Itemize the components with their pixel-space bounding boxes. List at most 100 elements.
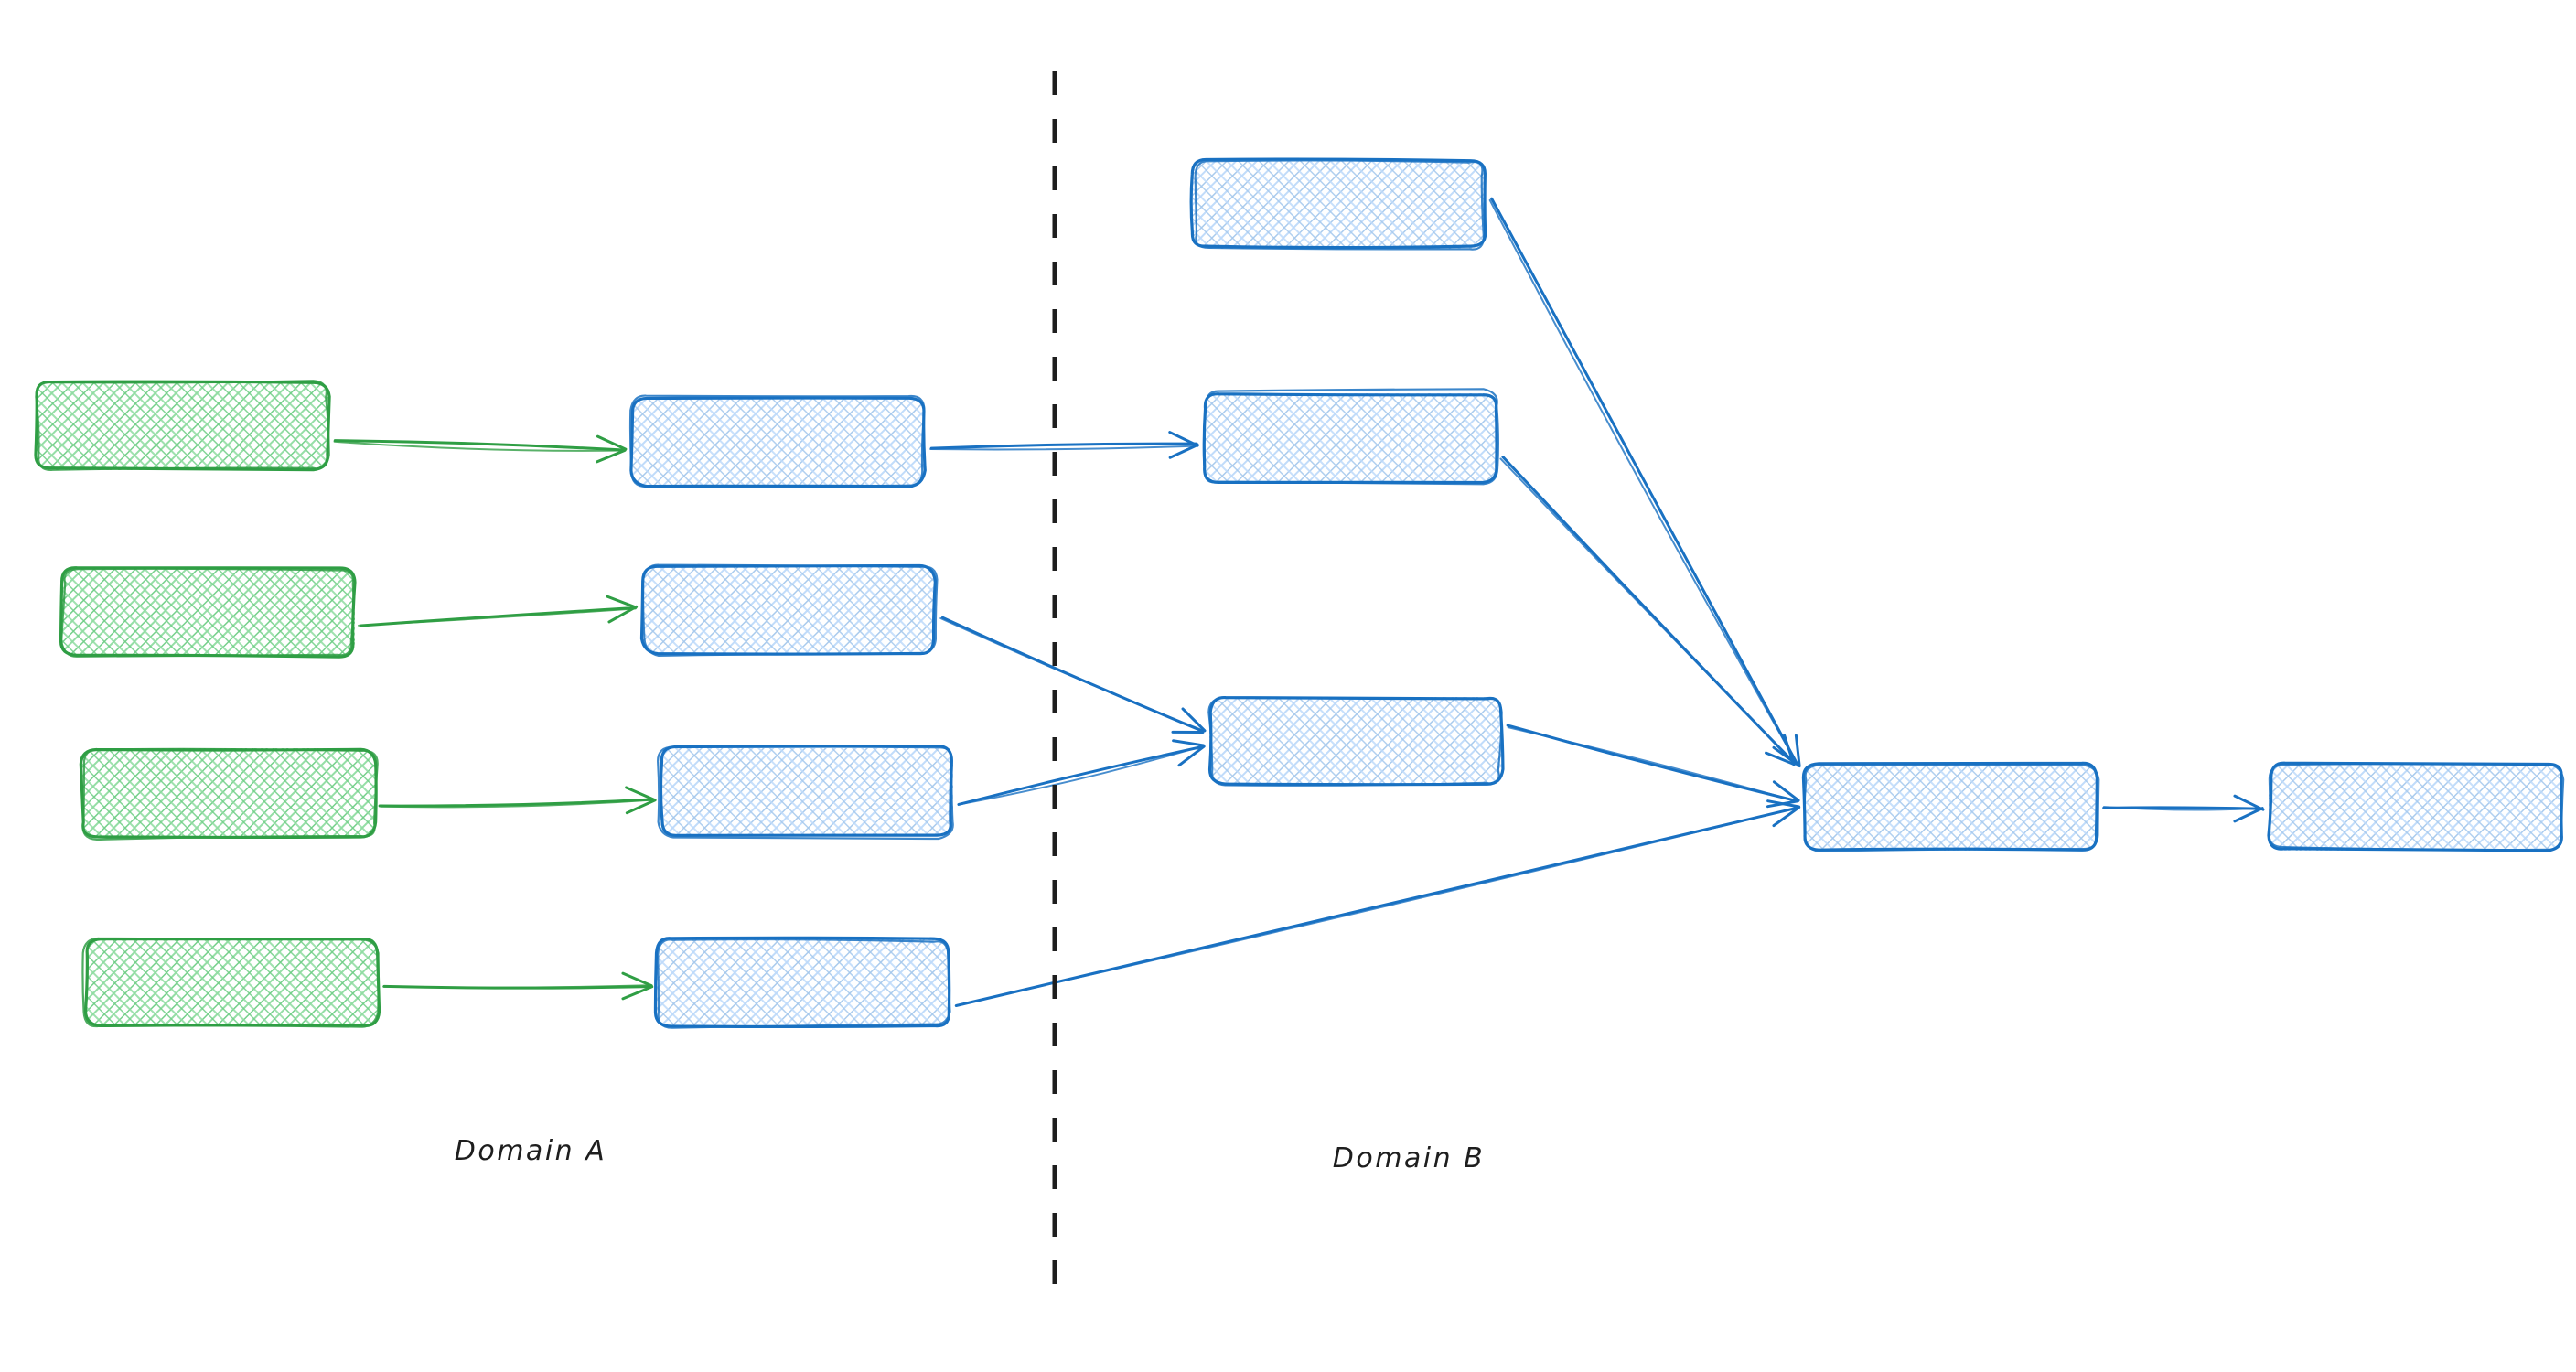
node-outline-sketch <box>35 380 330 471</box>
arrowhead-barb-2 <box>621 985 654 1001</box>
node-outline-sketch <box>60 567 355 658</box>
edge-line-sketch <box>2102 806 2263 811</box>
node-a-src-1[interactable] <box>34 380 331 472</box>
node-layer <box>34 157 2565 1029</box>
edge-e-src1-mid1[interactable] <box>333 434 628 464</box>
edge-line <box>957 745 1205 806</box>
node-outline-sketch <box>2268 762 2565 852</box>
label-layer: Domain A Domain B <box>455 1135 1486 1174</box>
node-b-merge[interactable] <box>1801 761 2100 852</box>
arrowhead-barb-1 <box>2233 794 2265 811</box>
node-fill <box>2269 763 2561 851</box>
edge-line <box>333 439 626 452</box>
node-fill <box>82 748 375 836</box>
arrowhead-barb-2 <box>625 799 657 815</box>
edge-line-sketch <box>1507 726 1798 802</box>
edge-line-sketch <box>956 807 1798 1006</box>
domain-a-label: Domain A <box>455 1135 606 1167</box>
edge-e-mid4-bmerge[interactable] <box>954 799 1801 1008</box>
arrowhead-barb-1 <box>606 595 638 609</box>
arrowhead-barb-1 <box>621 971 653 988</box>
arrowhead-barb-1 <box>1794 734 1801 767</box>
edge-e-src2-mid2[interactable] <box>358 595 639 627</box>
node-fill <box>660 748 953 836</box>
edge-line-sketch <box>957 745 1205 806</box>
arrowhead-barb-1 <box>1181 707 1207 733</box>
node-fill <box>86 938 379 1026</box>
domain-b-label: Domain B <box>1333 1142 1486 1174</box>
edge-line-sketch <box>333 440 625 452</box>
node-fill <box>631 397 924 485</box>
arrowhead-barb-1 <box>596 434 628 451</box>
edge-line-sketch <box>380 799 653 809</box>
edge-line <box>929 442 1198 450</box>
node-fill <box>37 382 329 470</box>
edge-e-mid2-bmid[interactable] <box>939 616 1207 734</box>
arrowhead-barb-2 <box>1772 806 1801 828</box>
edge-line <box>1490 197 1800 767</box>
node-outline-sketch <box>1803 764 2100 852</box>
arrowhead-barb-1 <box>1772 780 1800 802</box>
node-fill <box>1193 161 1486 249</box>
edge-layer <box>333 197 2265 1008</box>
edge-line-sketch <box>939 616 1203 732</box>
arrowhead-barb-1 <box>1172 739 1206 747</box>
node-outline <box>653 936 951 1029</box>
node-b-upper[interactable] <box>1202 388 1499 486</box>
node-a-src-3[interactable] <box>79 747 379 841</box>
edge-line <box>378 798 654 808</box>
edge-e-src3-mid3[interactable] <box>378 786 657 815</box>
node-outline <box>1189 157 1487 250</box>
node-fill <box>1209 697 1502 785</box>
node-outline <box>659 745 953 838</box>
node-a-mid-2[interactable] <box>639 563 939 657</box>
node-outline-sketch <box>628 394 926 488</box>
node-b-top[interactable] <box>1189 157 1487 251</box>
arrowhead-barb-1 <box>1168 431 1199 447</box>
node-fill <box>1204 393 1497 481</box>
edge-e-bmerge-bout[interactable] <box>2102 794 2265 823</box>
node-outline <box>59 566 357 659</box>
node-outline-sketch <box>1194 159 1485 251</box>
arrowhead-barb-2 <box>1766 799 1799 809</box>
edge-line-sketch <box>929 445 1197 451</box>
node-b-mid[interactable] <box>1208 696 1505 787</box>
node-a-mid-4[interactable] <box>653 936 951 1029</box>
edge-e-mid3-bmid[interactable] <box>957 739 1206 806</box>
arrowhead-barb-2 <box>1765 751 1796 766</box>
arrowhead-barb-2 <box>1177 745 1206 767</box>
arrowhead-barb-2 <box>1168 443 1199 459</box>
node-outline-sketch <box>1208 696 1503 787</box>
edge-line-sketch <box>358 607 637 627</box>
node-outline <box>34 380 331 472</box>
node-fill <box>1804 763 2097 851</box>
arrowhead-barb-1 <box>625 786 657 802</box>
edge-e-mid1-bupper[interactable] <box>929 431 1199 459</box>
node-a-mid-1[interactable] <box>628 394 927 488</box>
node-outline-sketch <box>641 563 939 657</box>
node-a-mid-3[interactable] <box>657 745 954 841</box>
node-b-out[interactable] <box>2267 761 2565 852</box>
edge-line-sketch <box>1488 198 1799 766</box>
arrowhead-barb-2 <box>596 448 627 464</box>
edge-e-bmid-bmerge[interactable] <box>1506 724 1800 809</box>
arrowhead-barb-2 <box>2233 807 2264 823</box>
edge-e-src4-mid4[interactable] <box>382 971 654 1001</box>
edge-e-btop-bmerge[interactable] <box>1488 197 1801 768</box>
node-fill <box>642 565 935 653</box>
node-fill <box>62 569 355 657</box>
node-a-src-4[interactable] <box>81 937 381 1028</box>
edge-e-bupper-bmerge[interactable] <box>1499 456 1796 766</box>
arrowhead-barb-1 <box>1783 734 1796 766</box>
node-outline-sketch <box>81 747 379 841</box>
arrowhead-barb-2 <box>607 605 639 624</box>
edge-line-sketch <box>382 984 649 989</box>
node-outline-sketch <box>1202 388 1499 486</box>
node-outline-sketch <box>657 745 954 841</box>
node-a-src-2[interactable] <box>59 566 357 659</box>
node-outline-sketch <box>657 938 951 1029</box>
node-outline-sketch <box>81 937 380 1028</box>
node-fill <box>657 938 950 1026</box>
